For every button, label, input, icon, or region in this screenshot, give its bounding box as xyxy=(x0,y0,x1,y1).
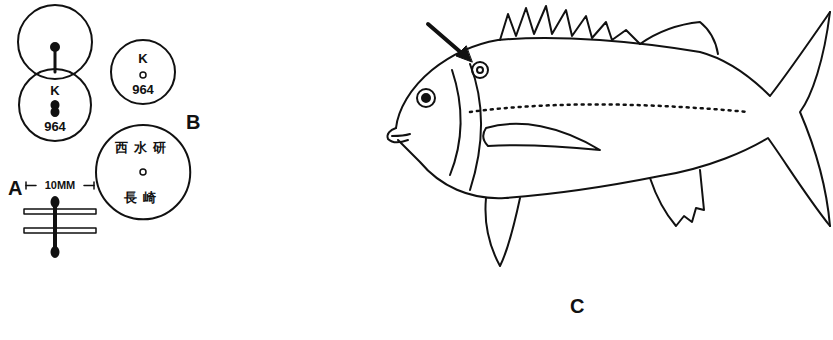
tag-hole xyxy=(140,169,146,175)
tag-inscription: K xyxy=(138,52,147,65)
tag-disc xyxy=(18,5,92,79)
tag-disc-side xyxy=(24,209,96,214)
scale-label: 10MM xyxy=(45,180,76,191)
tag-inscription: 964 xyxy=(44,120,66,133)
tag-disc-side xyxy=(24,228,96,233)
scale-line xyxy=(26,185,36,187)
fish-drawing xyxy=(387,6,830,266)
pin-knot xyxy=(52,108,59,116)
tag-hole xyxy=(140,72,146,78)
tag-disc: K 964 xyxy=(110,39,176,105)
tag-inscription: K xyxy=(50,84,59,97)
figure-letter: C xyxy=(570,296,584,316)
tag-inscription: 長崎 xyxy=(124,191,162,204)
tag-inscription: 964 xyxy=(132,83,154,96)
tag-disc: K 964 xyxy=(18,68,92,142)
disc-outline xyxy=(95,124,191,220)
pin-end xyxy=(52,197,59,207)
pin-side xyxy=(53,200,57,254)
figure-letter: B xyxy=(186,112,200,132)
figure-letter: A xyxy=(8,178,22,198)
pin-end xyxy=(52,247,59,257)
scale-line xyxy=(84,185,94,187)
tag-inscription: 西水研 xyxy=(115,141,172,154)
tag-disc: 西水研長崎 xyxy=(95,124,191,220)
